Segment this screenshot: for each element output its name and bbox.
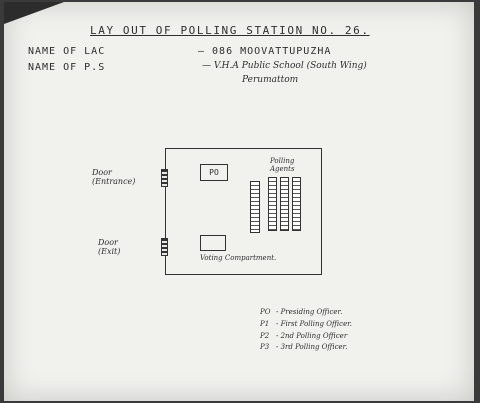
- legend-text-p2: - 2nd Polling Officer: [276, 332, 348, 340]
- ps-label: NAME OF P.S: [28, 62, 106, 73]
- officer-table-4: [292, 177, 301, 231]
- voting-compartment-box: [200, 235, 226, 251]
- officer-table-2: [268, 177, 277, 231]
- legend-code-po: PO: [260, 308, 271, 316]
- legend-text-p1: - First Polling Officer.: [276, 320, 353, 328]
- page-title: LAY OUT OF POLLING STATION NO. 26.: [90, 24, 370, 37]
- legend-text-po: - Presiding Officer.: [276, 308, 343, 316]
- officer-table-3: [280, 177, 289, 231]
- officer-table-1: [250, 181, 260, 233]
- legend-text-p3: - 3rd Polling Officer.: [276, 343, 348, 351]
- paper-sheet: LAY OUT OF POLLING STATION NO. 26. NAME …: [4, 2, 474, 401]
- legend-code-p2: P2: [260, 332, 270, 340]
- door-entrance-label: Door (Entrance): [92, 168, 136, 186]
- legend-code-p1: P1: [260, 320, 270, 328]
- room-outline: [165, 148, 322, 275]
- door-exit-label: Door (Exit): [98, 238, 121, 256]
- door-entrance-icon: [161, 169, 168, 187]
- lac-value: — 086 MOOVATTUPUZHA: [198, 46, 332, 57]
- lac-label: NAME OF LAC: [28, 46, 106, 57]
- ps-value-line2: Perumattom: [242, 75, 299, 85]
- door-exit-icon: [161, 238, 168, 256]
- voting-compartment-label: Voting Compartment.: [200, 254, 277, 262]
- paper-fold-shadow: [4, 2, 64, 24]
- ps-value: — V.H.A Public School (South Wing): [202, 61, 367, 71]
- presiding-officer-box: PO: [200, 164, 228, 181]
- polling-agents-label: Polling Agents: [270, 157, 295, 173]
- legend-code-p3: P3: [260, 343, 270, 351]
